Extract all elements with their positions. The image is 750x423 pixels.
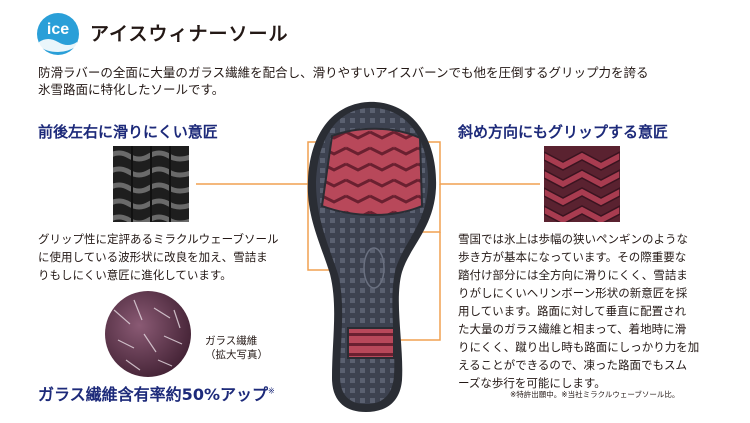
glass-fiber-claim: ガラス繊維含有率約50%アップ※: [38, 381, 275, 405]
page-title: アイスウィナーソール: [90, 23, 289, 45]
glass-fiber-claim-mark: ※: [267, 386, 275, 396]
glass-fiber-caption: ガラス繊維 （拡大写真）: [205, 334, 268, 362]
shoe-sole-illustration: [298, 96, 448, 416]
right-description-line: 踏付け部分には全方向に滑りにくく、雪詰ま: [458, 268, 688, 282]
glass-fiber-caption-line: （拡大写真）: [205, 349, 268, 361]
ice-logo: ice: [36, 12, 80, 56]
right-heading: 斜め方向にもグリップする意匠: [458, 123, 669, 141]
herringbone-tread-photo: [543, 146, 621, 225]
ice-logo-text: ice: [47, 21, 69, 38]
right-description-line: た大量のガラス繊維と相まって、着地時に滑: [458, 322, 687, 336]
intro-text: 防滑ラバーの全面に大量のガラス繊維を配合し、滑りやすいアイスバーンでも他を圧倒す…: [38, 64, 698, 98]
left-description: グリップ性に定評あるミラクルウェーブソール に使用している波形状に改良を加え、雪…: [38, 230, 298, 284]
glass-fiber-caption-line: ガラス繊維: [205, 335, 258, 347]
left-description-line: りもしにくい意匠に進化しています。: [38, 268, 232, 282]
wave-tread-photo: [107, 146, 194, 226]
left-heading: 前後左右に滑りにくい意匠: [38, 123, 218, 141]
footnote: ※特許出願中。※当社ミラクルウェーブソール比。: [510, 390, 680, 399]
right-description: 雪国では氷上は歩幅の狭いペンギンのような 歩き方が基本になっています。その際重要…: [458, 230, 718, 392]
right-description-line: 用しています。路面に対して垂直に配置され: [458, 304, 687, 318]
right-description-line: 歩き方が基本になっています。その際重要な: [458, 250, 687, 264]
right-description-line: りにくく、蹴り出し時も路面にしっかり力を加: [458, 340, 700, 354]
glass-fiber-photo: [104, 290, 192, 378]
intro-line: 防滑ラバーの全面に大量のガラス繊維を配合し、滑りやすいアイスバーンでも他を圧倒す…: [38, 65, 649, 80]
right-description-line: りがしにくいヘリンボーン形状の新意匠を採: [458, 286, 688, 300]
right-description-line: えることができるので、凍った路面でもスム: [458, 358, 687, 372]
left-description-line: グリップ性に定評あるミラクルウェーブソール: [38, 232, 279, 246]
right-description-line: ーズな歩行を可能にします。: [458, 376, 606, 390]
intro-line: 氷雪路面に特化したソールです。: [38, 82, 225, 97]
right-description-line: 雪国では氷上は歩幅の狭いペンギンのような: [458, 232, 688, 246]
glass-fiber-claim-text: ガラス繊維含有率約50%アップ: [38, 385, 268, 404]
left-description-line: に使用している波形状に改良を加え、雪詰ま: [38, 250, 268, 264]
